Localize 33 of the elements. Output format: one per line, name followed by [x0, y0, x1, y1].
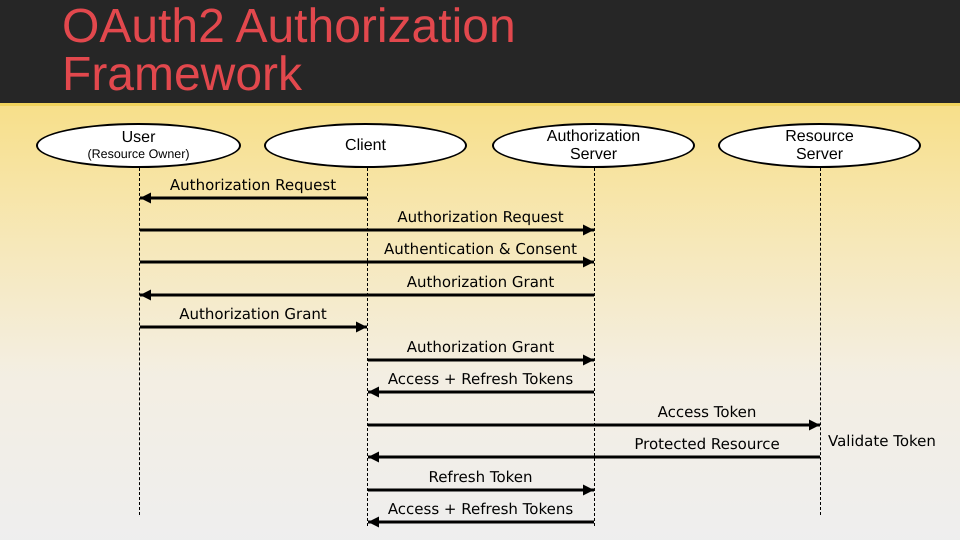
participant-label: Resource Server	[784, 128, 855, 164]
lifeline	[139, 168, 140, 515]
edge-label: Authentication & Consent	[384, 240, 577, 258]
edge-label: Authorization Grant	[179, 305, 327, 323]
participant-label: Authorization Server	[546, 128, 642, 164]
edge-label: Access + Refresh Tokens	[388, 500, 574, 518]
edge-label: Protected Resource	[634, 435, 780, 453]
lifeline	[367, 168, 368, 526]
message-arrow	[368, 484, 594, 496]
message-arrow	[140, 224, 594, 236]
message-arrow	[140, 290, 594, 300]
message-arrow	[368, 516, 594, 528]
edge-label: Refresh Token	[428, 468, 533, 486]
message-arrow	[368, 354, 594, 366]
message-arrow	[140, 256, 594, 268]
edge-label: Access Token	[658, 403, 756, 421]
message-arrow	[368, 452, 820, 462]
lifeline	[820, 168, 821, 515]
edge-label: Access + Refresh Tokens	[388, 370, 574, 388]
message-arrow	[368, 386, 594, 398]
participant-sublabel: (Resource Owner)	[87, 147, 190, 162]
edge-label: Authorization Request	[170, 176, 336, 194]
edge-label: Authorization Grant	[406, 338, 554, 356]
participant-label: Client	[345, 136, 386, 154]
participant-label: User	[122, 129, 156, 147]
message-arrow	[140, 322, 367, 332]
note-label: Validate Token	[828, 432, 936, 450]
edge-label: Authorization Grant	[406, 273, 554, 291]
message-arrow	[140, 192, 367, 204]
message-arrow	[368, 420, 820, 430]
slide-title: OAuth2 Authorization Framework	[62, 3, 517, 99]
lifeline	[594, 168, 595, 526]
edge-label: Authorization Request	[397, 208, 564, 226]
